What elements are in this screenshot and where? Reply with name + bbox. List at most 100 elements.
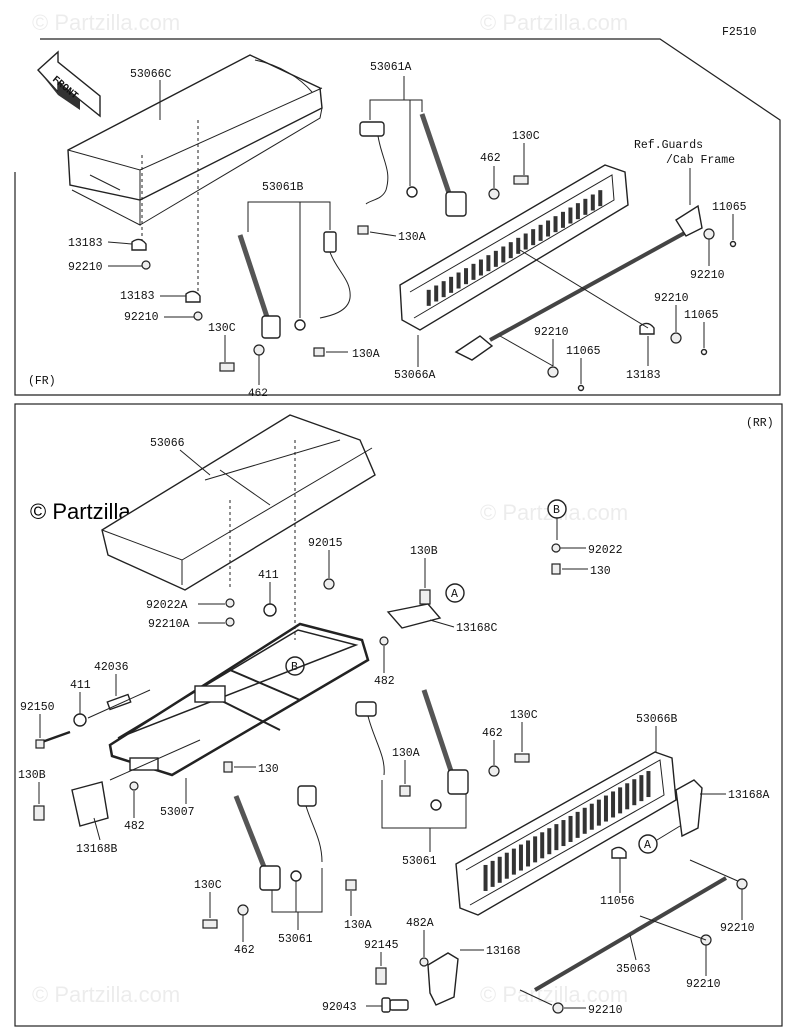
washer-462-a: [488, 765, 500, 777]
front-backrest-slot: [486, 255, 491, 272]
label-11065-a: 11065: [712, 201, 747, 214]
label-92150: 92150: [20, 701, 55, 714]
label-92210-rear-b: 92210: [686, 978, 721, 991]
bracket-13168c: [386, 603, 442, 629]
label-462-b: 462: [234, 944, 255, 957]
rear-seat-belt-right: [355, 689, 469, 811]
watermark-bottom-left: © Partzilla.com: [32, 982, 180, 1007]
label-462-a: 462: [482, 727, 503, 740]
rear-backrest-slot: [632, 779, 637, 806]
rear-backrest-slot: [596, 799, 601, 826]
rear-backrest-slot: [526, 840, 531, 867]
spacer-42036: [106, 693, 132, 711]
label-92210-c: 92210: [690, 269, 725, 282]
label-462-top: 462: [480, 152, 501, 165]
clip-13183-b: [185, 290, 201, 303]
front-backrest-53066a: [399, 164, 629, 331]
bolt-130a-left: [313, 347, 325, 357]
callout-a-top-label: A: [451, 588, 458, 601]
clip-11056: [611, 846, 627, 859]
rear-backrest-slot: [540, 832, 545, 859]
ref-note-line1: Ref.Guards: [634, 139, 703, 152]
callout-a-bottom-label: A: [644, 839, 651, 852]
rear-seat-frame-53007: [108, 622, 370, 777]
rear-backrest-slot: [547, 828, 552, 855]
washer-411-a: [263, 603, 277, 617]
label-482-a: 482: [374, 675, 395, 688]
label-53066a: 53066A: [394, 369, 436, 382]
bracket-13168: [427, 952, 459, 1006]
bolt-130c-rear-a: [514, 753, 530, 763]
clip-13183-c: [639, 322, 655, 335]
front-backrest-slot: [464, 268, 469, 285]
label-130-b: 130: [590, 565, 611, 578]
figure-code: F2510: [722, 26, 757, 39]
front-backrest-slot: [523, 233, 528, 250]
rear-backrest-slot: [483, 864, 488, 891]
front-backrest-slot: [449, 276, 454, 293]
label-462-left: 462: [248, 388, 268, 400]
label-13183-c: 13183: [626, 369, 661, 382]
label-53061-right: 53061: [402, 855, 437, 868]
label-92210-b: 92210: [124, 311, 159, 324]
label-130a-b: 130A: [344, 919, 372, 932]
washer-462-b: [237, 904, 249, 916]
label-42036: 42036: [94, 661, 129, 674]
rear-support-rod-35063: [533, 876, 728, 992]
label-130a-rear: 130A: [392, 747, 420, 760]
seat-belt-53061a: [359, 113, 467, 217]
bolt-130c-rear-b: [202, 919, 218, 929]
front-backrest-slot: [568, 207, 573, 224]
nut-92210-rear-a: [736, 878, 748, 890]
label-130b-top: 130B: [410, 545, 438, 558]
label-53066: 53066: [150, 437, 185, 450]
rear-section-label: (RR): [746, 417, 774, 430]
rear-backrest-slot: [646, 771, 651, 798]
front-backrest-slot: [426, 289, 431, 306]
label-92210-d: 92210: [654, 292, 689, 305]
bolt-130b-left: [33, 805, 45, 821]
label-130a-left: 130A: [352, 348, 380, 361]
washer-462-top: [488, 188, 500, 200]
nut-92210-d: [670, 332, 682, 344]
front-backrest-slot: [516, 237, 521, 254]
front-backrest-slot: [575, 203, 580, 220]
nut-92210-b: [193, 311, 203, 321]
bolt-130-legend: [551, 563, 561, 575]
front-backrest-slot: [583, 198, 588, 215]
label-11065-c: 11065: [566, 345, 601, 358]
rear-backrest-slot: [497, 856, 502, 883]
bolt-130a-top: [357, 225, 369, 235]
rear-backrest-slot: [554, 824, 559, 851]
callout-a-top: [445, 583, 465, 603]
washer-411-b: [73, 713, 87, 727]
nut-92210-rear-c: [552, 1002, 564, 1014]
callout-a-bottom: [638, 834, 658, 854]
front-backrest-slot: [471, 263, 476, 280]
rear-backrest-slot: [561, 820, 566, 847]
rear-backrest-slot: [518, 844, 523, 871]
front-backrest-slot: [508, 242, 513, 259]
label-92210-a: 92210: [68, 261, 103, 274]
label-53066b: 53066B: [636, 713, 678, 726]
bolt-130-mid: [223, 761, 233, 773]
front-backrest-slot: [538, 224, 543, 241]
front-backrest-slot: [553, 216, 558, 233]
rear-backrest-slot: [589, 803, 594, 830]
front-backrest-slot: [531, 229, 536, 246]
front-backrest-slot: [441, 281, 446, 298]
label-13168b: 13168B: [76, 843, 118, 856]
label-92210-rear-a: 92210: [720, 922, 755, 935]
label-11065-b: 11065: [684, 309, 719, 322]
pin-92043: [381, 997, 409, 1013]
label-92015: 92015: [308, 537, 343, 550]
label-92145: 92145: [364, 939, 399, 952]
label-482-b: 482: [124, 820, 145, 833]
front-backrest-slot: [546, 220, 551, 237]
rear-section-frame: [14, 403, 783, 1027]
bolt-92150: [35, 739, 45, 749]
label-35063: 35063: [616, 963, 651, 976]
rear-backrest-slot: [511, 848, 516, 875]
washer-482a: [419, 957, 429, 967]
front-backrest-slot: [560, 211, 565, 228]
